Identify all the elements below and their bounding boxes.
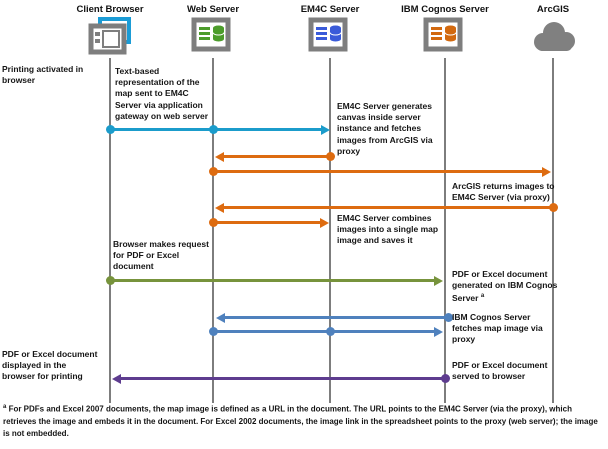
note-em4c-generates-canvas: EM4C Server generates canvas inside serv… — [337, 101, 433, 156]
lifeline-web-server — [212, 58, 214, 403]
message-proxy-forwards-to-arcgis-origin-dot — [208, 167, 218, 176]
message-proxy-returns-to-em4c-line — [213, 221, 323, 224]
message-browser-request-to-cognos-arrowhead — [434, 276, 443, 286]
message-proxy-serves-image-to-cognos-arrowhead — [434, 327, 443, 337]
browser-icon — [87, 16, 133, 61]
message-proxy-serves-image-to-cognos-origin-dot — [325, 327, 335, 336]
message-cognos-fetch-via-proxy-line — [222, 316, 448, 319]
message-text-representation-to-em4c-origin-dot — [105, 125, 115, 134]
message-text-representation-to-em4c-arrowhead — [321, 125, 330, 135]
actor-label-arcgis: ArcGIS — [536, 4, 570, 15]
message-proxy-returns-to-em4c-arrowhead — [320, 218, 329, 228]
message-arcgis-returns-to-proxy-arrowhead — [215, 203, 224, 213]
actor-label-web-server: Web Server — [186, 4, 240, 15]
message-proxy-serves-image-to-cognos-origin-dot — [208, 327, 218, 336]
message-proxy-forwards-to-arcgis-arrowhead — [542, 167, 551, 177]
actor-label-em4c-server: EM4C Server — [300, 4, 360, 15]
note-printing-activated: Printing activated in browser — [2, 64, 84, 86]
actor-label-ibm-cognos-server: IBM Cognos Server — [401, 4, 489, 15]
footnote-text: For PDFs and Excel 2007 documents, the m… — [3, 404, 598, 438]
footnote-marker: a — [3, 404, 7, 410]
actor-label-client-browser: Client Browser — [76, 4, 144, 15]
message-em4c-fetch-request-to-proxy-line — [221, 155, 330, 158]
note-text-representation: Text-based representation of the map sen… — [115, 66, 209, 121]
message-document-served-to-browser-origin-dot — [440, 374, 450, 383]
message-proxy-serves-image-to-cognos-line — [213, 330, 437, 333]
message-arcgis-returns-to-proxy-line — [221, 206, 553, 209]
lifeline-client-browser — [109, 58, 111, 403]
server-database-icon-em4c-server — [307, 16, 349, 59]
message-browser-request-to-cognos-origin-dot — [105, 276, 115, 285]
message-em4c-fetch-request-to-proxy-origin-dot — [325, 152, 335, 161]
note-em4c-combines-images: EM4C Server combines images into a singl… — [337, 213, 439, 246]
lifeline-em4c-server — [329, 58, 331, 403]
lifeline-ibm-cognos-server — [444, 58, 446, 403]
message-arcgis-returns-to-proxy-origin-dot — [548, 203, 558, 212]
note-document-displayed: PDF or Excel document displayed in the b… — [2, 349, 98, 382]
message-em4c-fetch-request-to-proxy-arrowhead — [215, 152, 224, 162]
footnote: a For PDFs and Excel 2007 documents, the… — [3, 401, 605, 440]
message-proxy-returns-to-em4c-origin-dot — [208, 218, 218, 227]
note-browser-requests-document: Browser makes request for PDF or Excel d… — [113, 239, 209, 272]
server-database-icon-web-server — [190, 16, 232, 59]
note-document-generated-cognos: PDF or Excel document generated on IBM C… — [452, 269, 558, 304]
server-database-icon-ibm-cognos-server — [422, 16, 464, 59]
message-browser-request-to-cognos-line — [110, 279, 437, 282]
note-document-generated-cognos-sup: a — [480, 293, 485, 300]
cloud-icon — [527, 19, 579, 60]
note-document-served: PDF or Excel document served to browser — [452, 360, 548, 382]
note-cognos-fetches-map: IBM Cognos Server fetches map image via … — [452, 312, 543, 345]
note-arcgis-returns-images: ArcGIS returns images to EM4C Server (vi… — [452, 181, 555, 203]
message-proxy-forwards-to-arcgis-line — [213, 170, 545, 173]
message-cognos-fetch-via-proxy-arrowhead — [216, 313, 225, 323]
message-text-representation-to-em4c-origin-dot — [208, 125, 218, 134]
message-document-served-to-browser-arrowhead — [112, 374, 121, 384]
lifeline-arcgis — [552, 58, 554, 403]
message-document-served-to-browser-line — [118, 377, 445, 380]
message-cognos-fetch-via-proxy-origin-dot — [443, 313, 453, 322]
